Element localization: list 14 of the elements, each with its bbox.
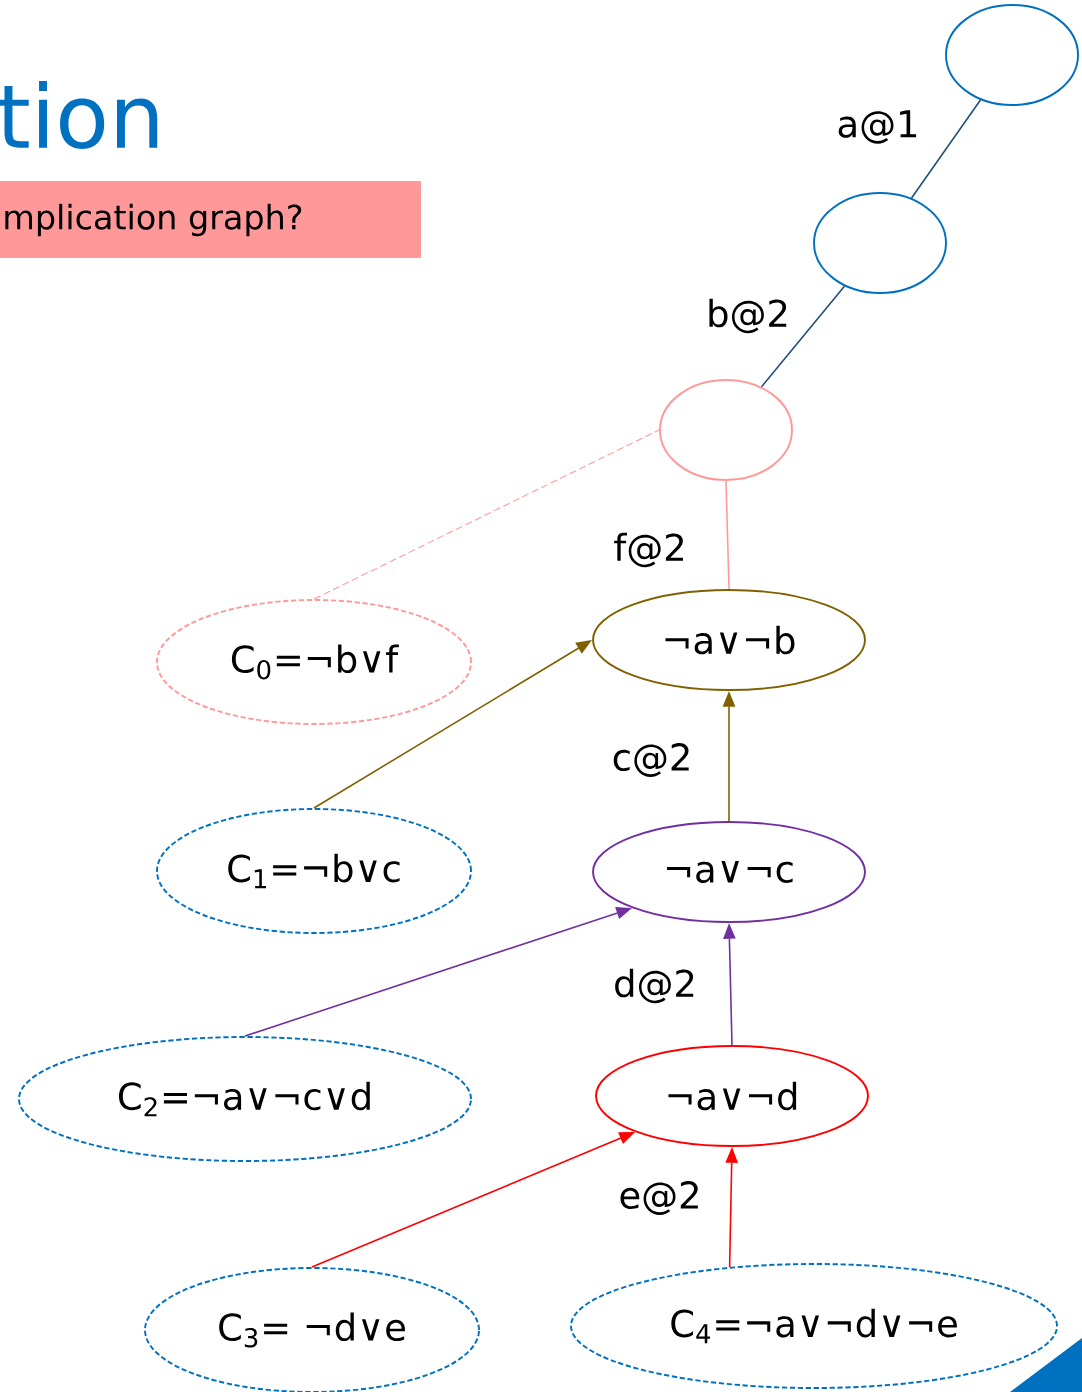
connector-line (760, 285, 846, 388)
banner: mplication graph? (0, 181, 421, 258)
empty-circle (659, 379, 793, 481)
empty-circle (945, 4, 1079, 106)
empty-circle (813, 192, 947, 294)
edge-label: b@2 (702, 295, 794, 337)
connector-line (725, 480, 730, 590)
connector-line (313, 429, 660, 600)
connector-line (910, 99, 982, 199)
edge-label: a@1 (833, 106, 923, 148)
edge-label: c@2 (608, 739, 696, 781)
edge-label: e@2 (614, 1177, 706, 1219)
edge-label: f@2 (609, 529, 691, 571)
edge-label: d@2 (609, 965, 701, 1007)
